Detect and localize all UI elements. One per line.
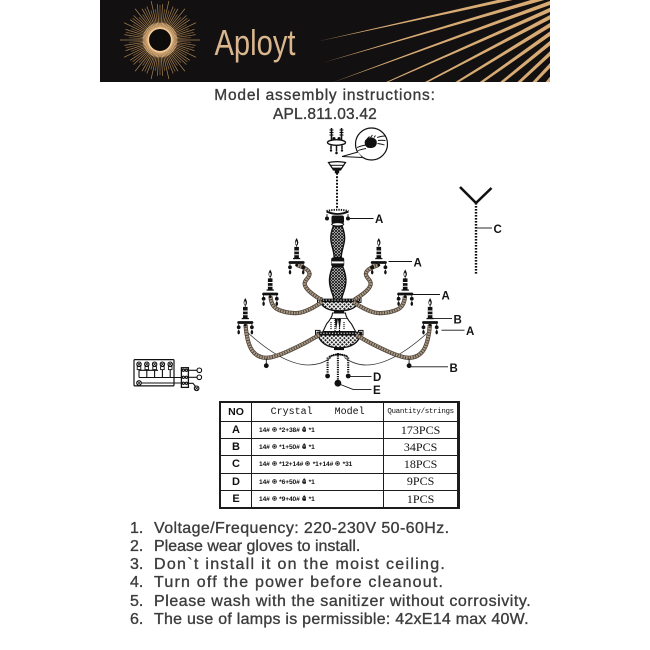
svg-text:D: D bbox=[373, 372, 381, 384]
svg-text:B: B bbox=[454, 315, 462, 327]
svg-text:Aployt: Aployt bbox=[215, 22, 296, 63]
svg-text:E: E bbox=[373, 385, 381, 397]
svg-text:B: B bbox=[450, 363, 458, 375]
svg-text:A: A bbox=[466, 326, 474, 338]
svg-text:A: A bbox=[375, 214, 383, 226]
svg-text:A: A bbox=[442, 291, 450, 303]
svg-text:A: A bbox=[414, 258, 422, 270]
svg-text:C: C bbox=[494, 224, 502, 236]
